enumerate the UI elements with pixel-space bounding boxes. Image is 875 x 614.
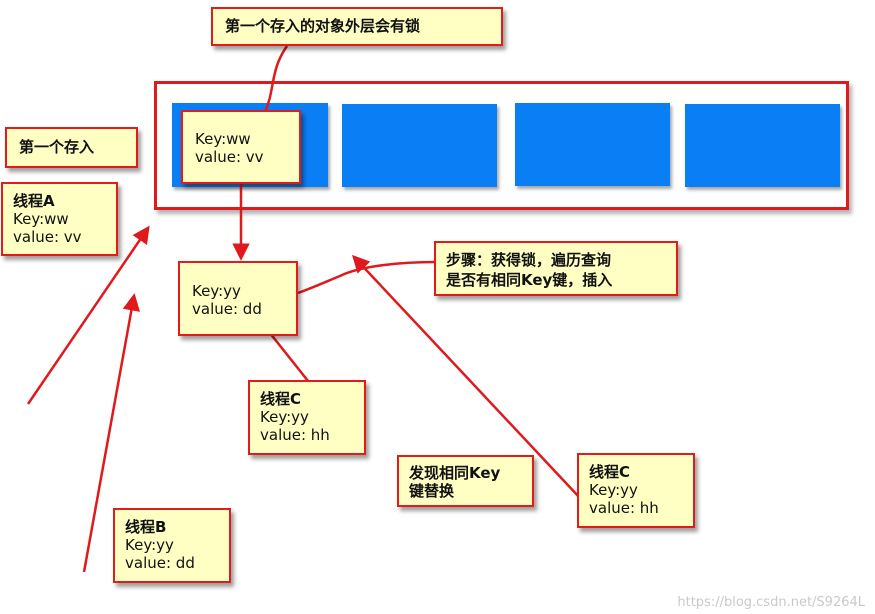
thread-b-value: value: dd bbox=[125, 554, 195, 572]
chained-entry-key: Key:yy bbox=[192, 282, 241, 300]
steps-note: 步骤：获得锁，遍历查询 是否有相同Key键，插入 bbox=[434, 241, 678, 296]
thread-a-box: 线程A Key:ww value: vv bbox=[1, 182, 118, 256]
thread-c-right-box: 线程C Key:yy value: hh bbox=[577, 453, 695, 528]
steps-line-2: 是否有相同Key键，插入 bbox=[446, 271, 613, 289]
thread-b-key: Key:yy bbox=[125, 536, 174, 554]
thread-c-left-box: 线程C Key:yy value: hh bbox=[248, 380, 366, 455]
chained-entry-value: value: dd bbox=[192, 300, 262, 318]
thread-a-value: value: vv bbox=[13, 228, 82, 246]
top-note: 第一个存入的对象外层会有锁 bbox=[211, 7, 503, 46]
thread-c-right-value: value: hh bbox=[589, 499, 659, 517]
found-same-note: 发现相同Key 键替换 bbox=[397, 455, 534, 507]
thread-a-key: Key:ww bbox=[13, 210, 69, 228]
steps-line-1: 步骤：获得锁，遍历查询 bbox=[446, 251, 612, 269]
thread-c-left-value: value: hh bbox=[260, 426, 330, 444]
thread-c-left-title: 线程C bbox=[260, 390, 302, 408]
thread-c-right-key: Key:yy bbox=[589, 481, 638, 499]
first-store-label: 第一个存入 bbox=[5, 127, 138, 168]
bucket-slot-2 bbox=[342, 104, 497, 187]
thread-b-title: 线程B bbox=[125, 518, 167, 536]
thread-b-arrow bbox=[82, 293, 141, 573]
first-store-text: 第一个存入 bbox=[19, 138, 95, 156]
thread-c-right-arrow bbox=[352, 254, 581, 499]
head-entry: Key:ww value: vv bbox=[181, 110, 301, 184]
head-entry-value: value: vv bbox=[195, 148, 264, 166]
steps-leader bbox=[297, 260, 437, 295]
thread-a-title: 线程A bbox=[13, 192, 55, 210]
chained-entry: Key:yy value: dd bbox=[178, 261, 298, 336]
head-entry-key: Key:ww bbox=[195, 130, 251, 148]
bucket-slot-4 bbox=[685, 104, 840, 187]
thread-c-left-key: Key:yy bbox=[260, 408, 309, 426]
thread-b-box: 线程B Key:yy value: dd bbox=[113, 508, 231, 583]
thread-a-arrow bbox=[26, 225, 150, 405]
thread-c-right-title: 线程C bbox=[589, 463, 631, 481]
found-same-line-2: 键替换 bbox=[409, 482, 455, 500]
top-note-text: 第一个存入的对象外层会有锁 bbox=[225, 17, 421, 35]
found-same-line-1: 发现相同Key bbox=[409, 464, 501, 482]
top-note-leader bbox=[263, 45, 289, 113]
watermark: https://blog.csdn.net/S9264L bbox=[677, 595, 865, 610]
bucket-slot-3 bbox=[515, 103, 670, 186]
bucket-array-frame bbox=[154, 81, 849, 210]
